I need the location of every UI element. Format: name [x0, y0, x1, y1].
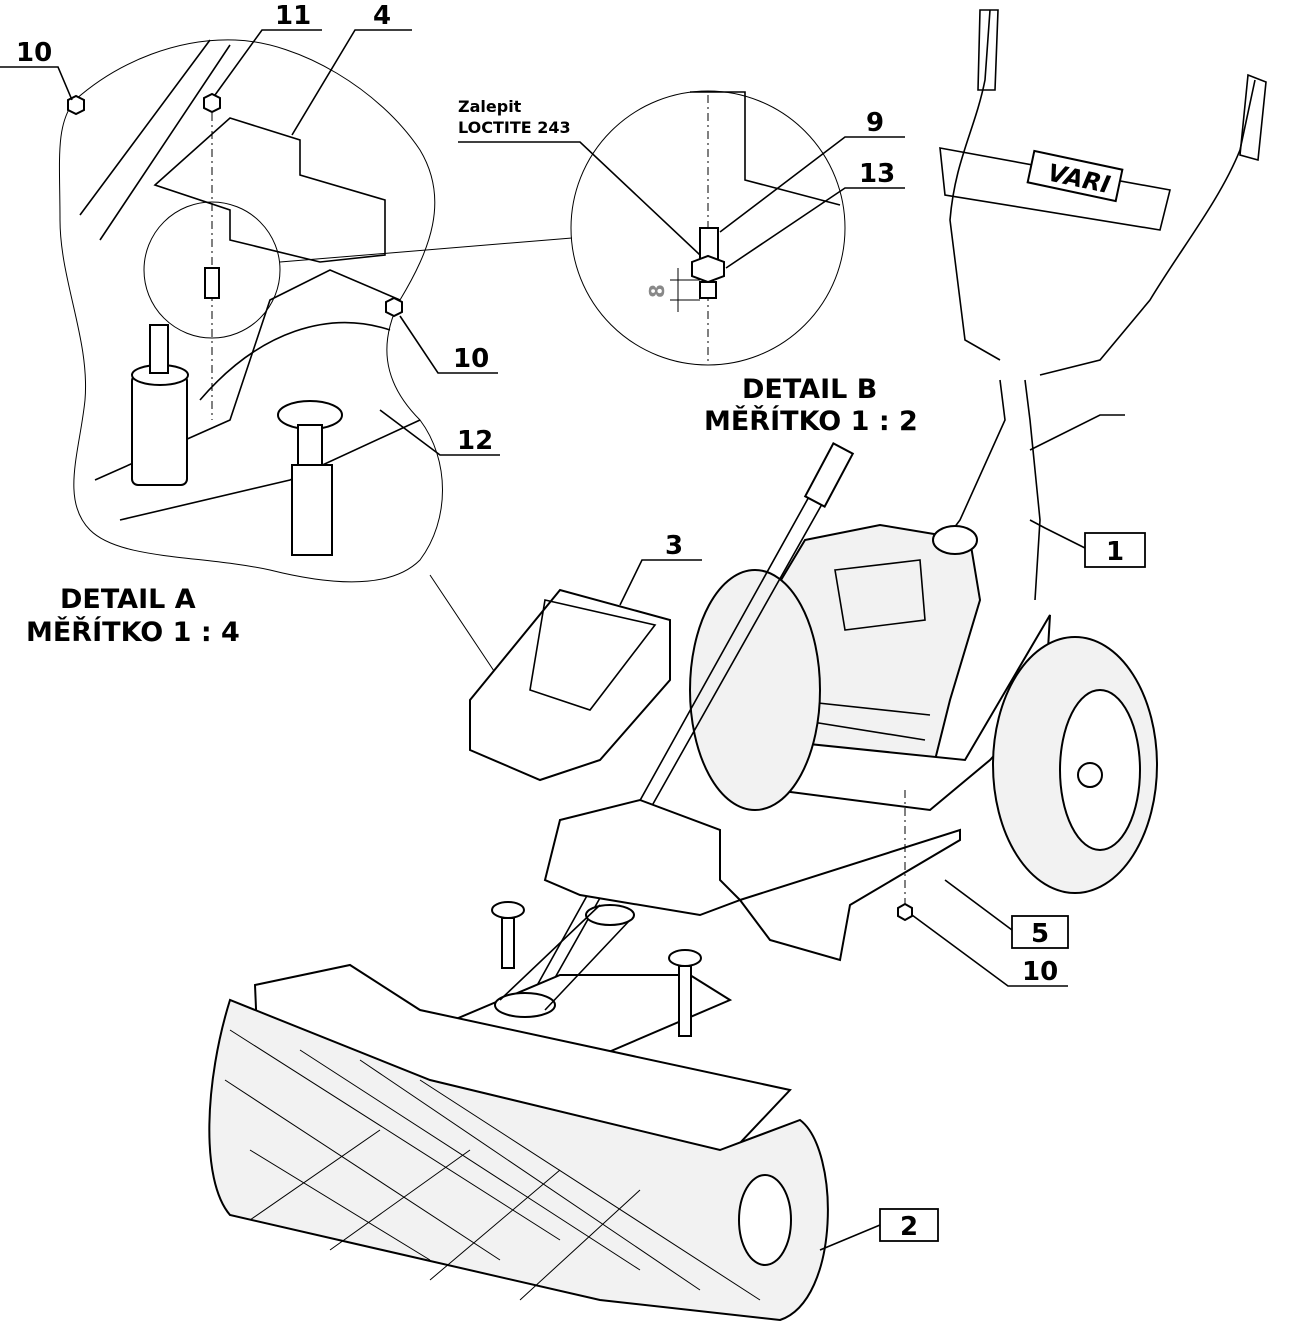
dimension-lines [670, 268, 700, 312]
callout-10-bottom: 10 [1022, 957, 1058, 987]
right-wheel-axle [1077, 762, 1103, 788]
knob-left [491, 901, 525, 919]
cover-top [529, 599, 657, 711]
callout-3: 3 [665, 531, 683, 561]
brush-end-cap [738, 1174, 792, 1266]
callout-box-2 [879, 1208, 939, 1242]
bolt-10-topleft [67, 94, 85, 116]
brush-bristle-pattern [224, 1029, 761, 1301]
detail-b-title: DETAIL B [742, 374, 877, 405]
leader-10-detail-a [399, 315, 498, 374]
pulley-front [494, 992, 556, 1018]
sweeper-brush [208, 998, 829, 1322]
leader-12 [379, 409, 500, 456]
handle-side-rod [1029, 414, 1125, 451]
callout-13: 13 [859, 159, 895, 189]
detail-a-shaft [149, 324, 169, 374]
knob-right [668, 949, 702, 967]
callout-box-5 [1011, 915, 1069, 949]
bolt-10-detail-a [385, 296, 403, 318]
leader-10-bottom [911, 914, 1068, 987]
callout-10-detail-a: 10 [453, 344, 489, 374]
cover-part [469, 588, 671, 782]
leader-9 [719, 136, 905, 233]
callout-2: 2 [900, 1212, 918, 1242]
detail-b-marker-circle [143, 201, 281, 339]
main-assembly: VARI [208, 9, 1267, 1322]
detail-a-title: DETAIL A [60, 584, 196, 615]
detail-a-knob-stem [297, 424, 323, 466]
bolt-10-bottom [897, 902, 913, 922]
left-grip [977, 9, 999, 91]
leader-1 [1029, 519, 1086, 549]
handlebar-right [1039, 79, 1256, 376]
callout-4: 4 [373, 1, 391, 31]
detail-a-view [58, 39, 573, 771]
detail-a-scale: MĚŘÍTKO 1 : 4 [26, 616, 240, 648]
fuel-cap [932, 525, 978, 555]
detail-b-plate [690, 91, 841, 206]
callout-leaders [0, 29, 1086, 1251]
leader-loctite [458, 141, 701, 256]
knob-right-stem [678, 965, 692, 1037]
leader-2 [819, 1224, 881, 1251]
loctite-note-line1: Zalepit [458, 97, 522, 116]
callout-box-1 [1084, 532, 1146, 568]
right-grip [1239, 73, 1267, 162]
detail-a-stud [204, 267, 220, 299]
detail-b-view [570, 90, 846, 366]
leader-4 [291, 29, 412, 136]
pulley-rear [585, 904, 635, 926]
nut-11 [203, 92, 221, 114]
leader-5 [944, 879, 1013, 931]
callout-12: 12 [457, 426, 493, 456]
loctite-note-line2: LOCTITE 243 [458, 118, 571, 137]
handlebar-left [949, 9, 1001, 361]
callout-5: 5 [1031, 919, 1049, 949]
stud-9 [699, 227, 719, 261]
callout-11: 11 [275, 1, 311, 31]
left-wheel [689, 569, 821, 811]
detail-a-cylinder [131, 374, 188, 486]
leader-11 [214, 29, 322, 96]
leader-10-topleft [0, 66, 73, 101]
detail-b-outline [570, 90, 846, 366]
stud-thread [699, 281, 717, 299]
control-rod-grip [803, 441, 855, 509]
detail-a-handle-rod [79, 39, 231, 241]
callout-1: 1 [1106, 537, 1124, 567]
guard-plate [738, 828, 961, 962]
mounting-bracket [543, 798, 742, 917]
detail-a-belt [199, 321, 391, 401]
engine-cover [834, 559, 926, 631]
detail-b-scale: MĚŘÍTKO 1 : 2 [704, 405, 918, 437]
leader-3 [619, 559, 702, 606]
nut-13 [691, 254, 725, 284]
detail-a-outline [58, 39, 443, 583]
detail-b-leader [279, 237, 573, 263]
brand-plate [1026, 149, 1124, 203]
detail-a-bracket [153, 117, 386, 263]
callout-10-topleft: 10 [16, 38, 52, 68]
detail-a-post [291, 464, 333, 556]
leader-13 [725, 187, 905, 269]
drive-belt [499, 904, 631, 1011]
control-rod [489, 449, 849, 1071]
callout-9: 9 [866, 108, 884, 138]
knob-left-stem [501, 917, 515, 969]
dimension-value: 8 [645, 284, 669, 298]
